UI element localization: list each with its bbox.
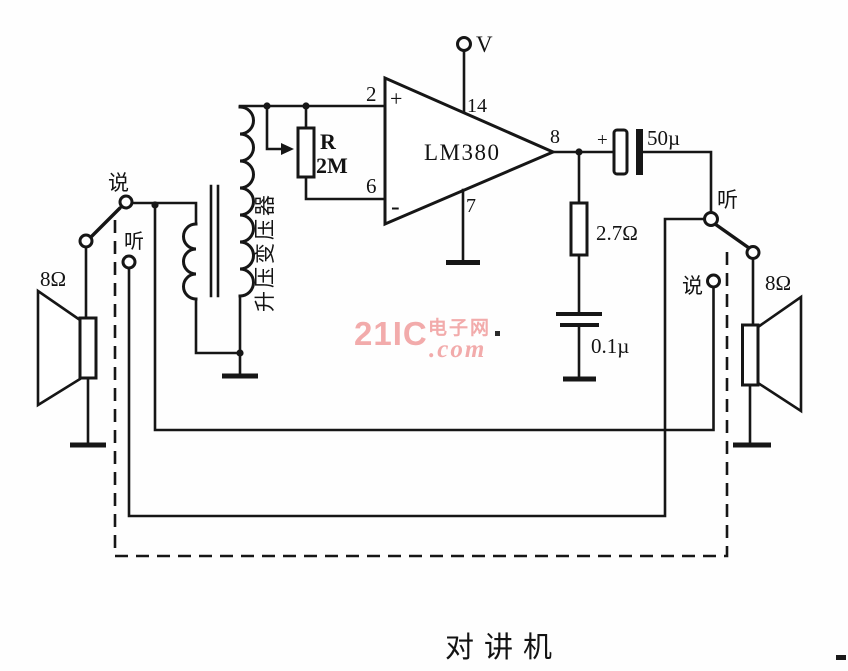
- switch-gang-link-dashed: [113, 220, 729, 558]
- speck-mark: [495, 331, 500, 336]
- left-switch-blade-icon: [88, 206, 122, 240]
- left-talk-contact-icon: [118, 194, 134, 210]
- output-network: + 50µ 2.7Ω 0.1µ: [551, 126, 713, 382]
- talk-contact-to-primary-wire: [130, 201, 198, 226]
- talk-line-wire: [153, 203, 715, 432]
- right-listen-label: 听: [717, 188, 738, 212]
- junction-dot: [263, 102, 271, 110]
- right-listen-contact-icon: [703, 211, 719, 227]
- noninverting-sign: +: [390, 86, 402, 111]
- pot-ref-label: R: [320, 129, 337, 154]
- pot-wiper-wire: [265, 104, 283, 151]
- transformer: 升压变压器: [182, 105, 277, 379]
- pin-7-label: 7: [466, 195, 476, 217]
- primary-winding-icon: [182, 222, 198, 301]
- opamp-triangle-icon: [383, 75, 557, 227]
- left-listen-contact-icon: [121, 254, 137, 270]
- left-talk-label: 说: [108, 171, 129, 195]
- right-speaker-coil-icon: [741, 323, 760, 387]
- input-network: R 2M: [238, 102, 387, 201]
- pot-value-label: 2M: [316, 153, 348, 178]
- figure-caption: 对讲机: [445, 631, 562, 664]
- wiper-arrow-icon: [281, 143, 294, 155]
- right-station: 听 说 8Ω: [682, 188, 803, 448]
- pin-2-label: 2: [366, 82, 377, 106]
- left-listen-label: 听: [124, 230, 144, 253]
- right-speaker-impedance: 8Ω: [765, 271, 791, 295]
- transformer-label: 升压变压器: [253, 192, 277, 312]
- core-icon: [209, 184, 220, 298]
- right-speaker-horn-icon: [756, 294, 803, 414]
- right-switch-pole-icon: [745, 245, 761, 260]
- pin-14-label: 14: [467, 95, 487, 117]
- zobel-resistor-icon: [569, 201, 589, 257]
- right-switch-blade-icon: [713, 222, 751, 250]
- junction-dot: [302, 102, 310, 110]
- watermark: 21IC 电子网 .com: [354, 315, 500, 363]
- watermark-brand: 21IC: [354, 315, 428, 352]
- zobel-cap-value: 0.1µ: [591, 334, 629, 358]
- secondary-winding-icon: [238, 105, 255, 298]
- electrolytic-cap-neg-plate-icon: [636, 129, 643, 175]
- left-speaker-horn-icon: [36, 288, 82, 408]
- amplifier-name: LM380: [424, 140, 501, 165]
- power-label: V: [476, 32, 493, 57]
- left-speaker-impedance: 8Ω: [40, 267, 66, 291]
- pin6-wire: [304, 175, 387, 201]
- electrolytic-cap-pos-plate-icon: [612, 128, 629, 176]
- scan-artifact-mark: [836, 655, 846, 660]
- pin-8-label: 8: [550, 126, 560, 148]
- zobel-resistor-value: 2.7Ω: [596, 221, 638, 245]
- power-terminal: V 14: [456, 32, 493, 117]
- interconnect-wires: [113, 201, 729, 558]
- watermark-site: 电子网: [428, 316, 491, 339]
- left-switch-pole-icon: [78, 233, 94, 249]
- right-talk-contact-icon: [706, 273, 721, 289]
- cap-polarity-label: +: [597, 130, 608, 151]
- left-station: 说 听 8Ω: [36, 171, 198, 448]
- amplifier: LM380 2 + 6 - 7 8: [366, 75, 560, 265]
- listen-line-wire: [127, 217, 706, 518]
- pin-6-label: 6: [366, 174, 377, 198]
- inverting-sign: -: [391, 192, 400, 221]
- pot-body-icon: [296, 126, 316, 179]
- left-speaker-coil-icon: [78, 316, 98, 380]
- cap-to-listen-wire: [641, 150, 713, 214]
- watermark-domain: .com: [429, 336, 486, 363]
- power-terminal-icon: [456, 36, 472, 52]
- primary-bottom-wire: [194, 297, 242, 355]
- right-talk-label: 说: [682, 274, 703, 298]
- output-cap-value: 50µ: [647, 126, 680, 150]
